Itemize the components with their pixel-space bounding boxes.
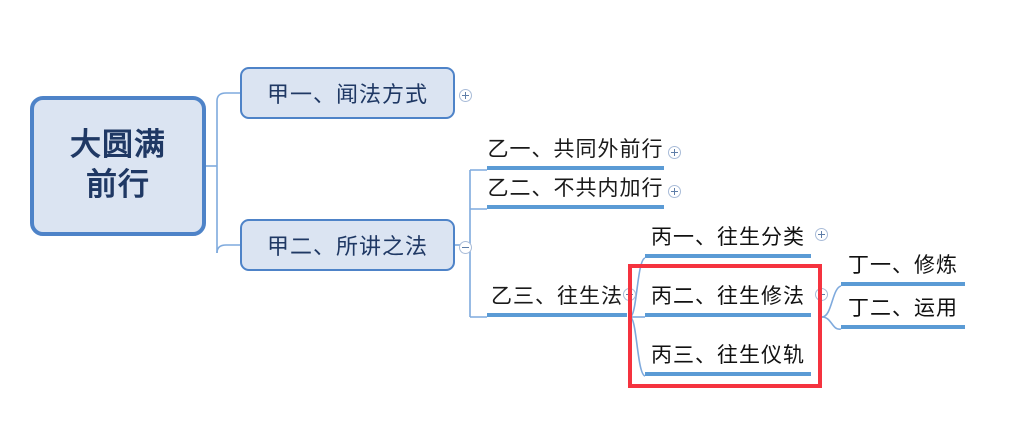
expand-icon-jia-yi[interactable]: [459, 89, 472, 102]
expand-icon-yi-yi[interactable]: [668, 146, 681, 159]
node-ding-yi-label: 丁一、修炼: [848, 253, 958, 277]
node-yi-er-label: 乙二、不共内加行: [487, 176, 664, 200]
node-bing-yi-label: 丙一、往生分类: [651, 225, 805, 249]
root-node-line1: 大圆满: [70, 127, 166, 164]
node-bing-er-label: 丙二、往生修法: [651, 284, 805, 308]
node-ding-er[interactable]: 丁二、运用: [841, 296, 965, 329]
node-yi-yi-label: 乙一、共同外前行: [487, 137, 664, 161]
expand-icon-bing-yi[interactable]: [815, 228, 828, 241]
node-jia-yi[interactable]: 甲一、闻法方式: [240, 67, 455, 119]
node-yi-san-label: 乙三、往生法: [491, 284, 623, 308]
collapse-icon-jia-er[interactable]: [459, 241, 472, 254]
node-bing-yi[interactable]: 丙一、往生分类: [645, 224, 811, 258]
node-bing-er[interactable]: 丙二、往生修法: [645, 283, 811, 317]
root-node-line2: 前行: [86, 167, 150, 203]
node-bing-san-label: 丙三、往生仪轨: [651, 343, 805, 367]
node-ding-er-label: 丁二、运用: [848, 296, 958, 320]
node-yi-yi[interactable]: 乙一、共同外前行: [487, 136, 664, 170]
node-ding-yi[interactable]: 丁一、修炼: [841, 253, 965, 286]
node-bing-san[interactable]: 丙三、往生仪轨: [645, 342, 811, 376]
node-yi-san[interactable]: 乙三、往生法: [487, 283, 627, 317]
red-selection-box: [628, 264, 822, 388]
node-yi-er[interactable]: 乙二、不共内加行: [487, 175, 664, 209]
node-jia-er[interactable]: 甲二、所讲之法: [240, 219, 455, 271]
expand-icon-yi-er[interactable]: [668, 185, 681, 198]
root-node[interactable]: 大圆满 前行: [30, 96, 206, 236]
node-jia-yi-label: 甲一、闻法方式: [266, 83, 428, 108]
node-jia-er-label: 甲二、所讲之法: [266, 235, 428, 260]
